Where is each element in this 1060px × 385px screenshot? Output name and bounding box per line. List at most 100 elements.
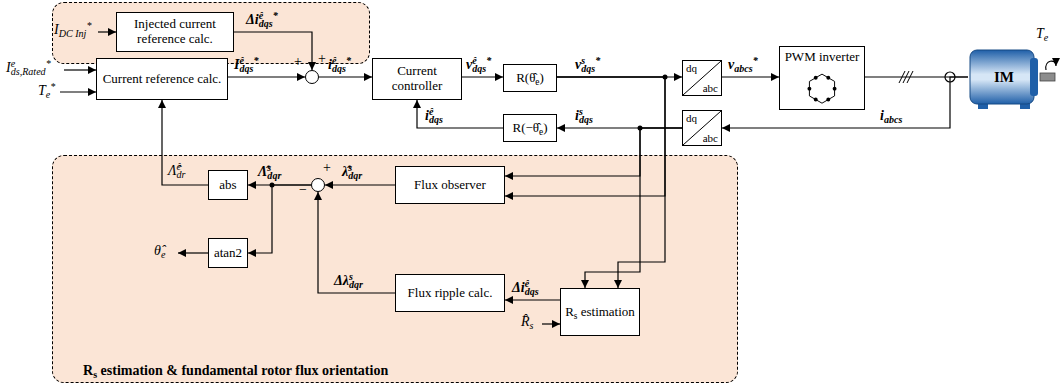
switch-mark	[826, 76, 830, 80]
text-part: Λ̂	[168, 163, 176, 178]
signal-label: vêdqs*	[466, 57, 491, 74]
diagonal-line	[683, 111, 721, 145]
subscript: e	[535, 77, 539, 87]
signal-label: Te*	[38, 83, 55, 100]
box-label: Injected current reference calc.	[120, 17, 230, 47]
signal-label: Te	[1036, 26, 1048, 43]
motor-endcap	[1030, 58, 1038, 96]
switch-mark	[826, 98, 830, 102]
box-label: dq	[686, 112, 697, 124]
subscript: dqs	[429, 114, 443, 125]
transform-box: dqabc	[682, 110, 722, 146]
motor-shaft	[1040, 73, 1055, 81]
text-part: v	[575, 57, 581, 72]
text-part: I	[54, 22, 59, 37]
signal-arrow	[325, 184, 395, 185]
box-label: Rs estimation	[565, 305, 635, 320]
text-part: λ̂	[342, 164, 348, 179]
text-part: i	[425, 108, 429, 123]
transform-box: dqabc	[682, 60, 722, 96]
signal-label: Iêdqs*	[234, 57, 259, 74]
torque-arrow	[1046, 61, 1056, 70]
box-label: atan2	[214, 246, 242, 261]
process-box: Rs estimation	[560, 288, 640, 336]
signal-arrow	[505, 299, 560, 300]
box-label: abs	[219, 178, 236, 193]
dashed-region: Rs estimation & fundamental rotor flux o…	[52, 155, 738, 383]
superscript: *	[46, 58, 51, 69]
box-label: Flux observer	[414, 178, 486, 193]
superscript: *	[86, 20, 91, 31]
box-label: PWM inverter	[785, 50, 860, 65]
box-label: abc	[703, 82, 718, 94]
output-arrow	[178, 252, 208, 253]
region-fill	[52, 155, 738, 383]
text-part: Λ̂	[258, 164, 267, 179]
text-part: T	[1036, 26, 1044, 41]
switch-mark	[814, 76, 818, 80]
subscript: dqr	[349, 279, 363, 290]
input-arrow	[98, 31, 116, 32]
text-part: Δi	[246, 12, 259, 27]
box-label: Current reference calc.	[103, 72, 222, 87]
signal-label: vabcs*	[728, 57, 758, 74]
sign-label: +	[323, 161, 331, 175]
sign-label: −	[299, 183, 307, 197]
switch-mark	[807, 87, 811, 91]
signal-label: Δiêdqs	[512, 280, 539, 297]
sign-label: +	[294, 55, 302, 69]
signal-label: vsdqs*	[575, 57, 600, 74]
subscript: dr	[176, 169, 185, 180]
signal-arrow	[462, 76, 503, 77]
box-label: dq	[686, 62, 697, 74]
process-box: Injected current reference calc.	[116, 12, 234, 52]
signal-label: iêdqs*	[328, 57, 351, 74]
superscript: *	[273, 10, 278, 21]
process-box: abs	[208, 170, 248, 200]
inverter-box: PWM inverter	[779, 46, 865, 110]
signal-label: isdqs	[575, 108, 593, 125]
text-part: Δi	[512, 280, 525, 295]
subscript: e	[1044, 32, 1048, 43]
box-label: Flux ripple calc.	[408, 286, 493, 301]
box-label: R(−θ̂e)	[512, 121, 547, 136]
text-part: i	[328, 57, 332, 72]
subscript: e	[539, 127, 543, 137]
text-part: R̂	[521, 314, 530, 329]
subscript: dqs	[259, 18, 273, 29]
process-box: Current controller	[372, 58, 462, 100]
text-part: R	[565, 304, 574, 319]
signal-arrow	[228, 76, 305, 77]
text-part: i	[575, 108, 579, 123]
subscript: e	[46, 89, 50, 100]
superscript: *	[50, 81, 55, 92]
switch-mark	[814, 98, 818, 102]
superscript: *	[595, 55, 600, 66]
text-part: estimation & fundamental rotor flux orie…	[97, 363, 388, 378]
signal-label: λ̂sdqr	[342, 164, 362, 181]
signal-label: iabcs	[880, 108, 902, 125]
signal-arrow	[318, 192, 395, 293]
box-label: IM	[994, 69, 1014, 86]
text-part: i	[880, 108, 884, 123]
text-part: R(−θ̂	[512, 120, 539, 135]
subscript: s	[530, 320, 534, 331]
subscript: dqs	[525, 286, 539, 297]
subscript: dqr	[267, 170, 281, 181]
subscript: e	[161, 249, 165, 260]
process-box: Current reference calc.	[96, 58, 228, 100]
diagonal-line	[683, 61, 721, 95]
process-box: Flux observer	[395, 166, 505, 204]
box-label: abc	[703, 132, 718, 144]
input-arrow	[64, 69, 96, 70]
signal-label: Λ̂êdr	[168, 163, 185, 180]
subscript: DC Inj	[59, 28, 87, 39]
text-part: R	[83, 363, 93, 378]
region-title: Rs estimation & fundamental rotor flux o…	[83, 363, 388, 379]
text-part: v	[466, 57, 472, 72]
subscript: dqr	[348, 170, 362, 181]
rotation-box: R(−θ̂e)	[503, 114, 557, 142]
process-box: Flux ripple calc.	[395, 274, 505, 312]
